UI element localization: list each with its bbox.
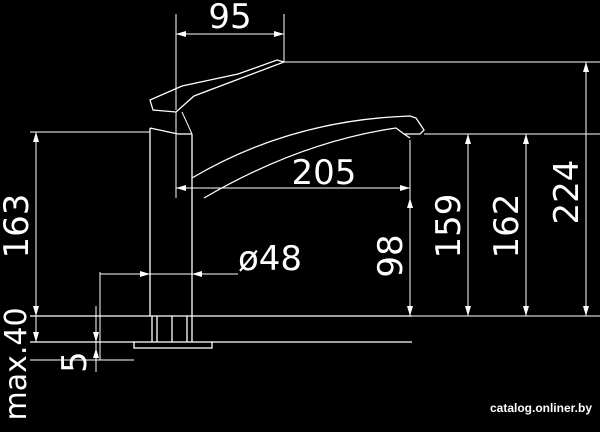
dimension-159: 159 (429, 194, 469, 259)
dimension-98: 98 (371, 234, 411, 277)
dimension-5: 5 (55, 351, 95, 373)
dimension-205: 205 (292, 153, 357, 193)
watermark: catalog.onliner.by (490, 401, 592, 415)
dimension-lines (33, 31, 589, 372)
faucet-outline (30, 59, 425, 349)
dimension-max-40: max.40 (0, 307, 34, 420)
dimension-95: 95 (208, 0, 251, 37)
dimension-224: 224 (547, 160, 587, 225)
dimension-162: 162 (487, 194, 527, 259)
dimension-163: 163 (0, 194, 37, 259)
dimension-diameter-48: ø48 (238, 239, 302, 279)
